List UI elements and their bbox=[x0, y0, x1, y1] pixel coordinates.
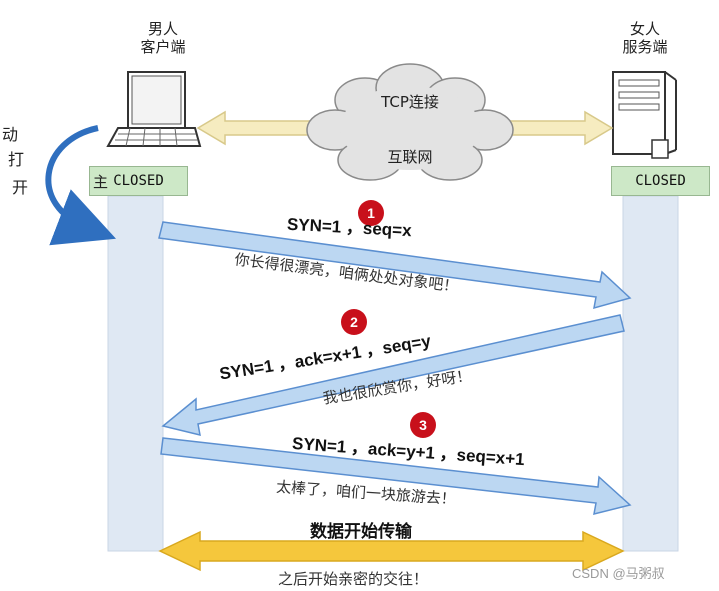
client-title-line1: 男人 bbox=[147, 20, 178, 38]
server-icon bbox=[612, 71, 677, 159]
cloud-top-label: TCP连接 bbox=[381, 93, 439, 111]
active-open-char-2: 打 bbox=[8, 150, 25, 169]
client-status-label: CLOSED bbox=[113, 173, 164, 189]
cloud-shape bbox=[306, 63, 514, 181]
active-open-char-3: 开 bbox=[12, 178, 29, 197]
server-title-line1: 女人 bbox=[629, 20, 660, 38]
laptop-icon bbox=[106, 71, 202, 147]
client-lifeline bbox=[107, 195, 164, 552]
data-transfer-note: 之后开始亲密的交往！ bbox=[278, 570, 429, 588]
server-title-line2: 服务端 bbox=[622, 38, 668, 56]
ack-arrow bbox=[160, 437, 632, 516]
data-transfer-label: 数据开始传输 bbox=[310, 522, 412, 541]
syn-arrow bbox=[158, 221, 632, 310]
active-open-char-1: 动 bbox=[2, 125, 19, 144]
step-1-badge: 1 bbox=[358, 200, 384, 226]
syn-ack-arrow bbox=[161, 314, 625, 437]
server-title: 女人 服务端 bbox=[600, 20, 690, 56]
server-lifeline bbox=[622, 195, 679, 552]
server-status-box: CLOSED bbox=[611, 166, 710, 196]
step-2-badge: 2 bbox=[341, 309, 367, 335]
cloud-bottom-label: 互联网 bbox=[387, 148, 433, 166]
client-title-line2: 客户端 bbox=[140, 38, 186, 56]
active-open-curve-arrow bbox=[45, 125, 117, 246]
server-status-label: CLOSED bbox=[635, 173, 686, 189]
watermark: CSDN @马粥叔 bbox=[572, 566, 665, 581]
client-active-open-overlay: 主 bbox=[93, 173, 109, 191]
client-status-box: CLOSED bbox=[89, 166, 188, 196]
data-transfer-arrow bbox=[158, 530, 625, 572]
step-3-badge: 3 bbox=[410, 412, 436, 438]
client-title: 男人 客户端 bbox=[118, 20, 208, 56]
